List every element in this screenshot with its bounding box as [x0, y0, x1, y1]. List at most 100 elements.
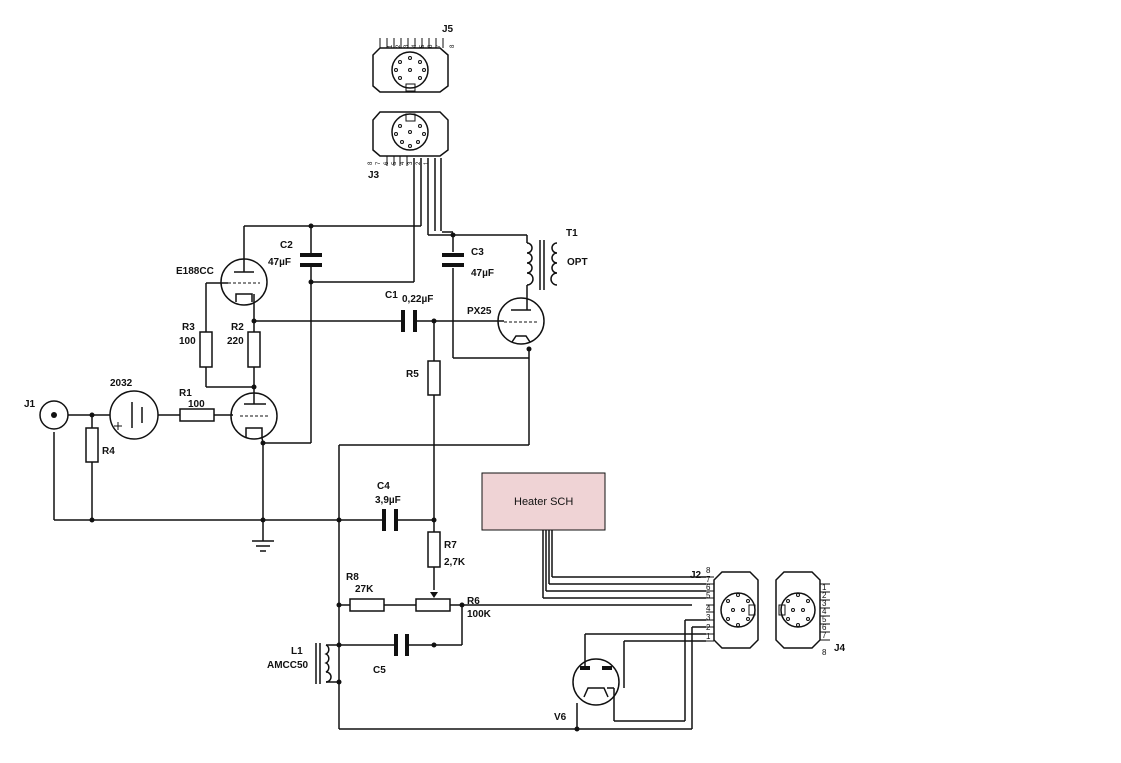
r3-resistor — [199, 331, 213, 368]
t1-label: T1 — [566, 228, 578, 239]
svg-text:1: 1 — [706, 632, 711, 641]
c5-label: C5 — [373, 665, 386, 676]
c1-capacitor — [401, 310, 417, 332]
t1-output-transformer — [526, 240, 558, 290]
l1-label: L1 — [291, 646, 303, 657]
j4-octal-socket — [775, 571, 830, 649]
j5-pin-numbers: 1 2 3 4 5 6 7 8 — [388, 44, 456, 48]
svg-text:4: 4 — [706, 604, 711, 613]
c4-capacitor — [382, 509, 398, 531]
svg-text:2: 2 — [416, 161, 422, 165]
svg-text:1: 1 — [424, 161, 430, 165]
svg-text:5: 5 — [392, 161, 398, 165]
svg-text:6: 6 — [822, 623, 827, 632]
svg-text:5: 5 — [420, 44, 426, 48]
r7-resistor — [427, 531, 441, 568]
r5-label: R5 — [406, 369, 419, 380]
c4-label: C4 — [377, 481, 390, 492]
c4-value: 3,9µF — [375, 495, 401, 506]
svg-text:3: 3 — [822, 599, 827, 608]
svg-text:2: 2 — [822, 591, 827, 600]
svg-text:2: 2 — [396, 44, 402, 48]
svg-text:7: 7 — [706, 575, 711, 584]
e188cc-lower-triode — [230, 392, 278, 444]
j2-octal-socket — [706, 571, 759, 649]
svg-text:8: 8 — [706, 566, 711, 575]
r8-resistor — [349, 598, 385, 612]
j5-label: J5 — [442, 24, 454, 35]
v6-label: V6 — [554, 712, 567, 723]
j4-label: J4 — [834, 643, 846, 654]
svg-text:4: 4 — [400, 161, 406, 165]
r6-value: 100K — [467, 609, 492, 620]
e188cc-upper-triode — [220, 258, 268, 306]
svg-text:3: 3 — [706, 613, 711, 622]
j1-label: J1 — [24, 399, 36, 410]
battery-2032 — [109, 390, 159, 440]
svg-text:2: 2 — [706, 623, 711, 632]
c3-value: 47µF — [471, 268, 494, 279]
svg-text:5: 5 — [706, 591, 711, 600]
svg-text:7: 7 — [436, 44, 442, 48]
svg-text:7: 7 — [376, 161, 382, 165]
r5-resistor — [427, 360, 441, 396]
r7-value: 2,7K — [444, 557, 466, 568]
svg-text:1: 1 — [822, 583, 827, 592]
svg-text:3: 3 — [404, 44, 410, 48]
heater-sch-label: Heater SCH — [514, 496, 573, 508]
c5-capacitor — [394, 634, 409, 656]
r4-resistor — [85, 427, 99, 463]
j2-pin-numbers: 8 7 6 5 4 3 2 1 — [706, 566, 711, 641]
r1-value: 100 — [188, 399, 205, 410]
j1-input-jack — [39, 400, 69, 430]
r1-label: R1 — [179, 388, 192, 399]
px25-triode — [497, 297, 545, 345]
svg-text:7: 7 — [822, 631, 827, 640]
c1-value: 0,22µF — [402, 294, 433, 305]
c3-capacitor — [442, 253, 464, 267]
r6-potentiometer — [415, 592, 451, 612]
c2-label: C2 — [280, 240, 293, 251]
svg-text:4: 4 — [412, 44, 418, 48]
battery-label: 2032 — [110, 378, 133, 389]
svg-text:1: 1 — [388, 44, 394, 48]
c2-capacitor — [300, 253, 322, 267]
j3-label: J3 — [368, 170, 380, 181]
v6-rectifier-tube — [572, 658, 620, 706]
c2-value: 47µF — [268, 257, 291, 268]
wires — [53, 158, 706, 730]
j5-octal-socket — [372, 38, 449, 93]
r3-value: 100 — [179, 336, 196, 347]
svg-text:5: 5 — [822, 615, 827, 624]
j2-label: J2 — [690, 570, 702, 581]
j3-octal-socket — [372, 111, 449, 166]
r4-label: R4 — [102, 446, 115, 457]
svg-text:8: 8 — [822, 648, 827, 657]
j4-pin-numbers: 1 2 3 4 5 6 7 8 — [822, 583, 827, 657]
r8-label: R8 — [346, 572, 359, 583]
r8-value: 27K — [355, 584, 374, 595]
svg-text:6: 6 — [706, 583, 711, 592]
svg-text:6: 6 — [384, 161, 390, 165]
r2-resistor — [247, 331, 261, 368]
svg-text:8: 8 — [368, 161, 374, 165]
r6-label: R6 — [467, 596, 480, 607]
r2-label: R2 — [231, 322, 244, 333]
heater-sch-box — [481, 472, 606, 531]
svg-text:3: 3 — [408, 161, 414, 165]
e188cc-label: E188CC — [176, 266, 214, 277]
r3-label: R3 — [182, 322, 195, 333]
c3-label: C3 — [471, 247, 484, 258]
l1-type: AMCC50 — [267, 660, 309, 671]
j3-pin-numbers: 8 7 6 5 4 3 2 1 — [368, 161, 430, 165]
c1-label: C1 — [385, 290, 398, 301]
opt-label: OPT — [567, 257, 588, 268]
r7-label: R7 — [444, 540, 457, 551]
svg-text:4: 4 — [822, 607, 827, 616]
r2-value: 220 — [227, 336, 244, 347]
px25-label: PX25 — [467, 306, 492, 317]
r1-resistor — [179, 408, 215, 422]
svg-text:6: 6 — [428, 44, 434, 48]
svg-text:8: 8 — [450, 44, 456, 48]
